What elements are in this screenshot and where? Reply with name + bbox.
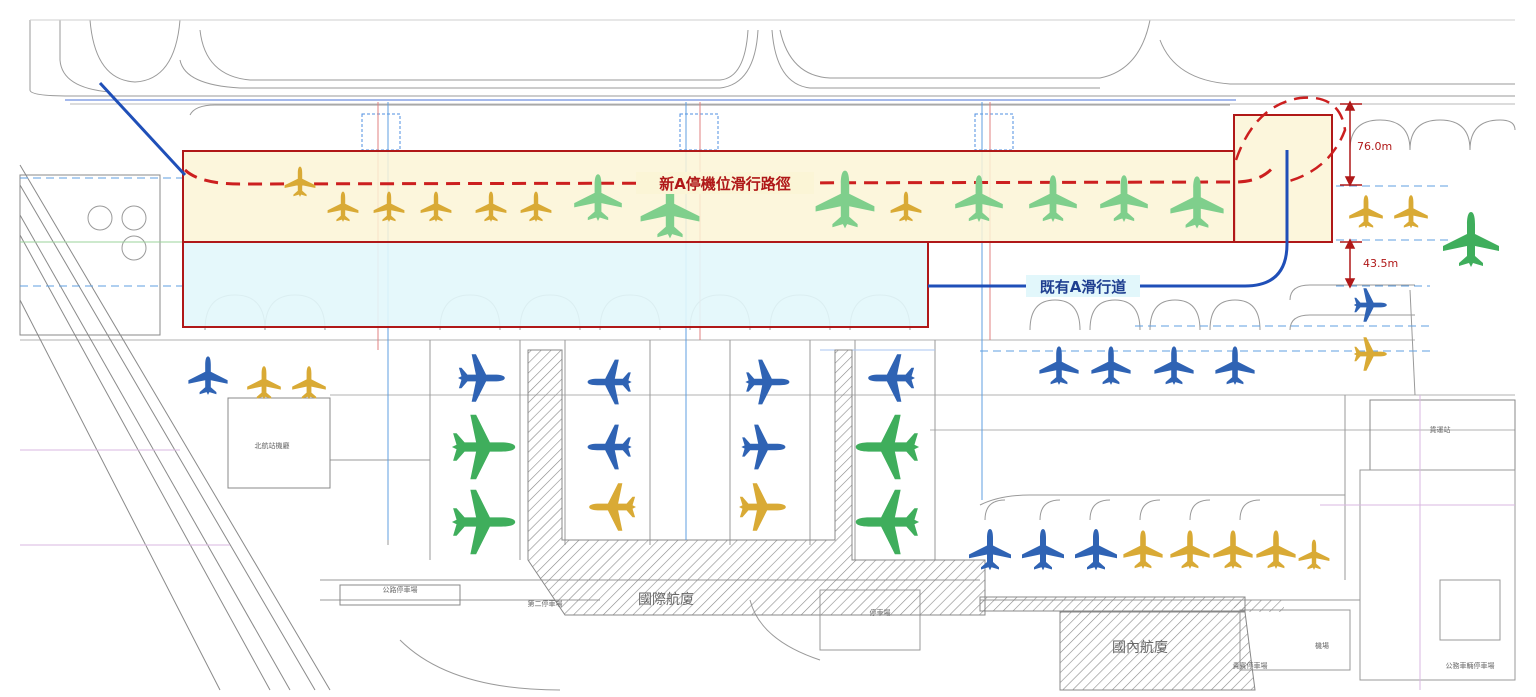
aircraft-icon	[327, 191, 359, 222]
aircraft-icon	[589, 483, 636, 531]
aircraft-icon	[458, 354, 505, 402]
label-existing-taxiway: 既有A滑行道	[1040, 278, 1127, 296]
aircraft-icon	[1022, 529, 1064, 571]
aircraft-icon	[1100, 175, 1148, 222]
label-intl-terminal: 國際航廈	[638, 591, 694, 608]
label-domestic-terminal: 國內航廈	[1112, 639, 1168, 656]
aircraft-icon	[1394, 195, 1428, 229]
aircraft-icon	[1029, 175, 1077, 222]
aircraft-icon	[1170, 176, 1224, 229]
aircraft-icon	[741, 424, 786, 470]
aircraft-icon	[855, 414, 920, 480]
aircraft-icon	[284, 166, 316, 197]
aircraft-icon	[955, 175, 1003, 222]
aircraft-icon	[890, 191, 922, 222]
aircraft-icon	[1213, 530, 1253, 569]
aircraft-icon	[451, 414, 516, 480]
aircraft-icon	[815, 170, 875, 229]
aircraft-icon	[247, 366, 281, 400]
label-park-c: 貴賓停車場	[1233, 661, 1268, 670]
label-new-route-group: 新A停機位滑行路徑	[636, 172, 814, 194]
aircraft-layer	[188, 166, 1499, 571]
aircraft-icon	[1349, 195, 1383, 229]
label-park-f: 停車場	[870, 608, 891, 617]
label-park-a: 公路停車場	[383, 585, 418, 594]
aircraft-icon	[1091, 346, 1131, 385]
aircraft-icon	[587, 424, 632, 470]
aircraft-icon	[640, 180, 700, 239]
aircraft-icon	[587, 359, 632, 405]
label-existing-taxiway-group: 既有A滑行道	[1026, 275, 1140, 297]
label-park-b: 第二停車場	[528, 599, 563, 608]
dimension-markers	[1340, 100, 1362, 289]
aircraft-icon	[475, 191, 507, 222]
aircraft-icon	[1075, 529, 1117, 571]
aircraft-icon	[574, 174, 622, 221]
label-new-route: 新A停機位滑行路徑	[659, 175, 791, 193]
label-dim-top: 76.0m	[1357, 140, 1392, 153]
aircraft-icon	[1039, 346, 1079, 385]
aircraft-icon	[855, 489, 920, 555]
aircraft-icon	[420, 191, 452, 222]
aircraft-icon	[1298, 539, 1330, 570]
existing-taxiway-route	[98, 81, 1289, 288]
aircraft-icon	[1123, 530, 1163, 569]
label-dim-bottom: 43.5m	[1363, 257, 1398, 270]
label-left-building: 北航站機廳	[255, 441, 290, 450]
label-park-d: 機場	[1315, 641, 1329, 650]
aircraft-icon	[373, 191, 405, 222]
aircraft-icon	[1353, 337, 1387, 371]
aircraft-icon	[1256, 530, 1296, 569]
aircraft-icon	[739, 483, 786, 531]
aircraft-icon	[451, 489, 516, 555]
aircraft-icon	[520, 191, 552, 222]
label-right-building: 貨運站	[1430, 425, 1451, 434]
aircraft-icon	[1154, 346, 1194, 385]
terminal-hatched-areas	[527, 349, 1284, 691]
aircraft-icon	[1170, 530, 1210, 569]
existing-taxiway-zone	[182, 241, 929, 328]
aircraft-icon	[1215, 346, 1255, 385]
aircraft-icon	[969, 529, 1011, 571]
aircraft-icon	[868, 354, 915, 402]
aircraft-icon	[188, 356, 228, 395]
aircraft-icon	[1353, 288, 1387, 322]
aircraft-icon	[745, 359, 790, 405]
label-park-e: 公務車輛停車場	[1446, 661, 1495, 670]
aircraft-icon	[1443, 212, 1499, 267]
aircraft-icon	[292, 366, 326, 400]
